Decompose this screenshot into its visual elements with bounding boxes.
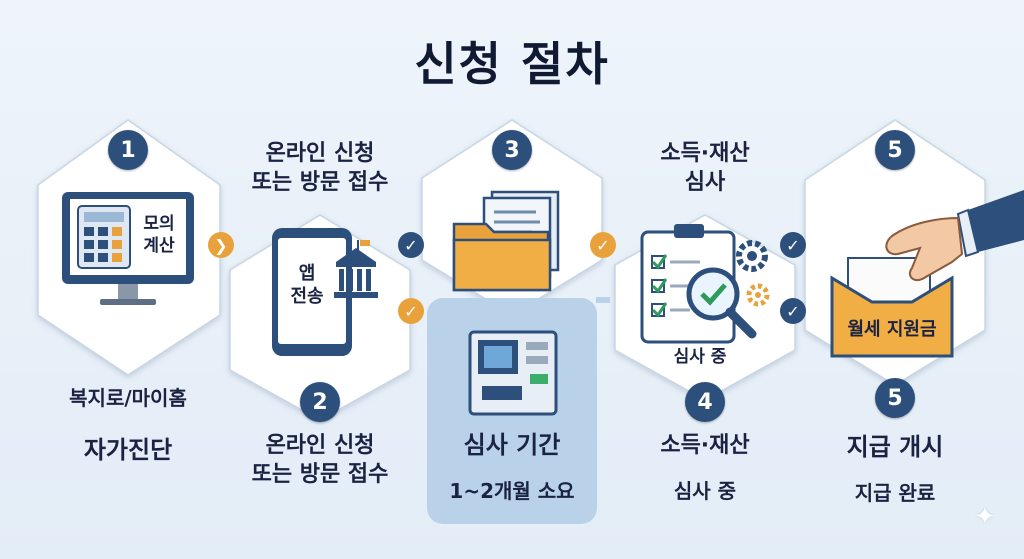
government-building-icon [334,240,378,298]
review-period-title: 심사 기간 [463,431,561,459]
step4-bottom-line2: 심사 중 [673,479,737,503]
computer-monitor-icon [62,192,194,305]
folder-documents-icon [452,190,560,292]
arrow-icon: ✓ [780,298,806,324]
arrow-icon: ✓ [398,298,424,324]
step5-badge-bottom: 5 [875,378,915,418]
smartphone-icon [272,228,352,356]
arrow-icon: ✓ [590,232,616,258]
step5-badge-top: 5 [875,130,915,170]
sparkle-icon: ✦ [974,502,996,532]
magnifier-check-icon [686,267,757,339]
step2-top-label: 온라인 신청 또는 방문 접수 [251,141,389,195]
app-send-label: 앱 전송 [290,263,324,308]
atm-machine-icon [468,330,558,416]
step1-badge: 1 [108,130,148,170]
step5-bottom-line2: 지급 완료 [854,481,936,505]
page-title: 신청 절차 [414,37,610,91]
step4-badge: 4 [685,382,725,422]
step4-bottom-line1: 소득·재산 [660,433,750,458]
step4-top-label: 소득·재산 심사 [660,141,750,195]
step1-sub-label: 복지로/마이홈 [69,386,187,410]
hand-sleeve-icon [885,190,1024,282]
arrow-icon: ✓ [780,232,806,258]
step5-bottom-line1: 지급 개시 [846,433,944,461]
arrow-icon: ✓ [398,232,424,258]
step2-badge: 2 [300,382,340,422]
arrow-icon: ❯ [208,232,234,258]
gear-icon [736,240,768,272]
step3-badge: 3 [492,130,532,170]
gear-small-icon [746,283,770,307]
step2-bottom-label: 온라인 신청 또는 방문 접수 [251,433,389,487]
simulation-label: 모의 계산 [143,214,175,257]
reviewing-label: 심사 중 [673,347,727,367]
step1-main-label: 자가진단 [83,436,173,464]
rent-subsidy-label: 월세 지원금 [847,319,937,340]
review-period-duration: 1~2개월 소요 [449,479,575,503]
